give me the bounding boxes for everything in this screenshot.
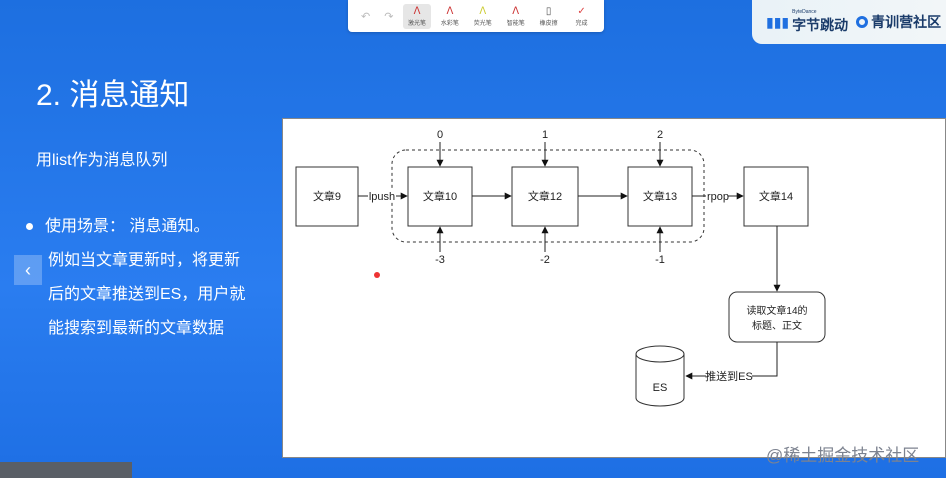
tool-label: 完成 — [575, 20, 588, 27]
redo-button[interactable]: ↷ — [384, 10, 394, 23]
prev-slide-button[interactable]: ‹ — [14, 255, 42, 285]
camp-icon — [856, 16, 869, 28]
bytedance-logo: ▮▮▮ByteDance 字节跳动 — [766, 9, 848, 35]
es-database — [635, 354, 685, 407]
lpush-label: lpush — [369, 191, 395, 203]
eraser-tool[interactable]: ▯ 橡皮擦 — [534, 4, 563, 29]
smart-pen-icon: ᐱ — [512, 5, 520, 17]
node-label: 文章9 — [313, 189, 341, 203]
index-label: 0 — [437, 129, 443, 141]
node-box — [627, 166, 693, 227]
read-box-label: 读取文章14的 — [746, 304, 807, 317]
bullet-line: 后的文章推送到ES，用户就 — [48, 286, 246, 303]
camp-name: 青训营社区 — [871, 14, 942, 30]
bullet-line: 能搜索到最新的文章数据 — [48, 320, 225, 337]
read-box — [728, 291, 826, 343]
push-label: 推送到ES — [705, 369, 753, 383]
smart-pen-tool[interactable]: ᐱ 智能笔 — [501, 4, 530, 29]
rpop-label: rpop — [707, 191, 729, 203]
eraser-icon: ▯ — [545, 5, 552, 17]
watercolor-pen-tool[interactable]: ᐱ 水彩笔 — [435, 4, 464, 29]
index-label: -1 — [655, 254, 665, 266]
node-label: 文章12 — [528, 189, 562, 203]
highlighter-tool[interactable]: ᐱ 荧光笔 — [468, 4, 497, 29]
node-label: 文章10 — [423, 189, 457, 203]
undo-button[interactable]: ↶ — [361, 10, 371, 23]
tool-label: 橡皮擦 — [539, 20, 558, 27]
index-label: -2 — [540, 254, 550, 266]
node-label: 文章13 — [643, 189, 677, 203]
node-label: 文章14 — [759, 189, 793, 203]
bytedance-name: 字节跳动 — [792, 17, 849, 33]
diagram-panel — [282, 118, 946, 458]
done-button[interactable]: ✓ 完成 — [567, 4, 596, 29]
node-box — [743, 166, 809, 227]
camp-logo: 青训营社区 — [856, 12, 941, 32]
watermark: @稀土掘金技术社区 — [766, 446, 920, 465]
slide-subtitle: 用list作为消息队列 — [36, 152, 168, 169]
db-label: ES — [653, 382, 668, 394]
tool-label: 荧光笔 — [473, 20, 492, 27]
bytedance-small: ByteDance — [792, 9, 817, 15]
check-icon: ✓ — [577, 5, 586, 17]
laser-pointer — [374, 272, 380, 278]
tool-label: 水彩笔 — [440, 20, 459, 27]
bytedance-icon: ▮▮▮ — [766, 13, 790, 30]
laser-pen-icon: ᐱ — [413, 5, 421, 17]
tool-label: 激光笔 — [407, 20, 426, 27]
bullet-dot — [26, 223, 33, 231]
read-box-label: 标题、正文 — [752, 319, 802, 332]
bullet-head: 使用场景： 消息通知。 — [45, 218, 210, 235]
index-label: -3 — [435, 254, 445, 266]
tool-label: 智能笔 — [506, 20, 525, 27]
bullet-line: 例如当文章更新时，将更新 — [48, 252, 241, 269]
slide-title: 2. 消息通知 — [36, 79, 190, 112]
annotation-toolbar: ↶ ↷ ᐱ 激光笔 ᐱ 水彩笔 ᐱ 荧光笔 ᐱ 智能笔 ▯ 橡皮擦 ✓ 完成 — [348, 0, 604, 32]
laser-pen-tool[interactable]: ᐱ 激光笔 — [402, 3, 432, 29]
node-box — [407, 166, 473, 227]
node-box — [511, 166, 579, 227]
bullet-list: 使用场景： 消息通知。 例如当文章更新时，将更新 后的文章推送到ES，用户就 能… — [26, 210, 245, 346]
index-label: 1 — [542, 129, 548, 141]
highlighter-icon: ᐱ — [479, 5, 487, 17]
pen-icon: ᐱ — [446, 5, 454, 17]
brand-header: ▮▮▮ByteDance 字节跳动 青训营社区 — [752, 0, 946, 44]
webcam-thumbnail — [0, 462, 132, 478]
index-label: 2 — [657, 129, 663, 141]
